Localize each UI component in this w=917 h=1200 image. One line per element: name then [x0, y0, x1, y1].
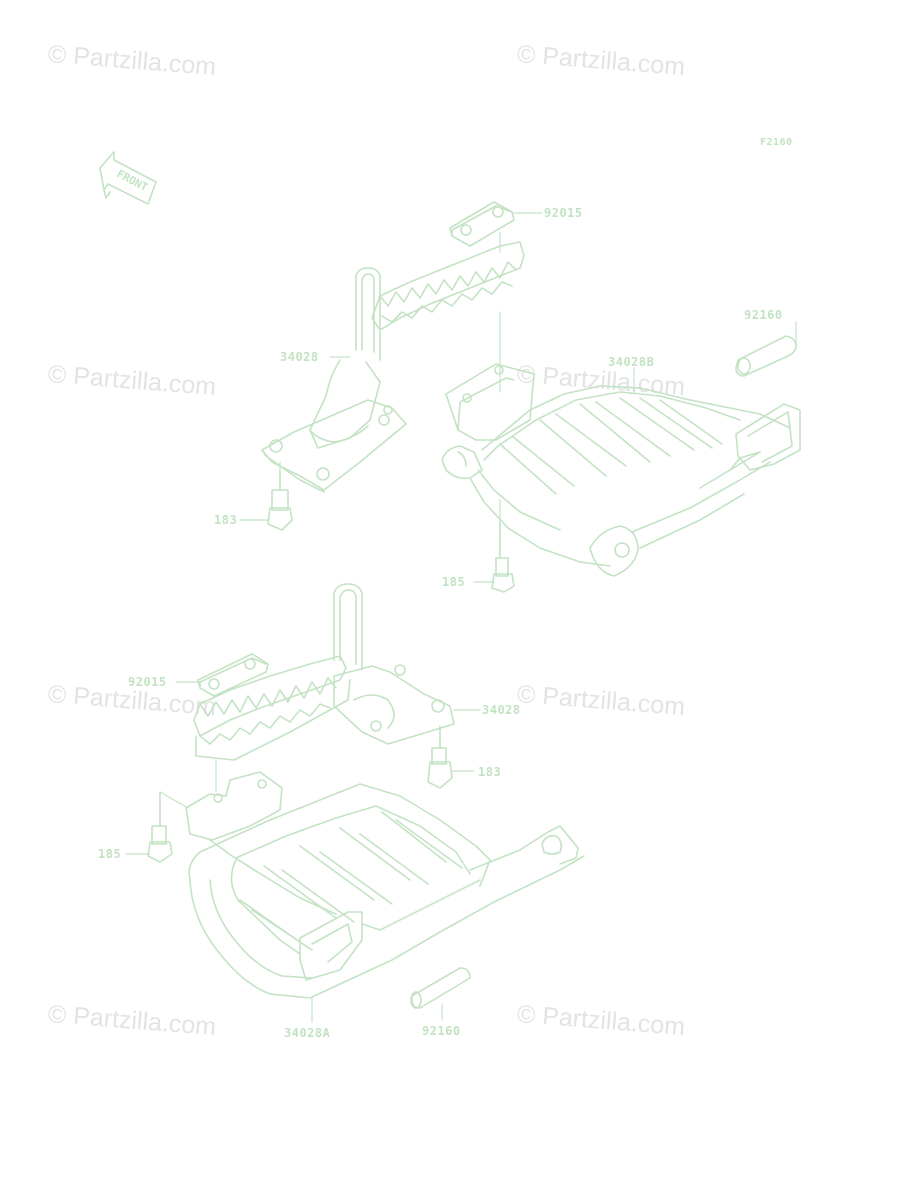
callout-34028B: 34028B [608, 355, 655, 369]
callout-34028A: 34028A [284, 1026, 331, 1040]
callout-34028-top: 34028 [280, 350, 319, 364]
bolt-183-top [267, 469, 293, 531]
callout-183-top: 183 [214, 513, 238, 527]
bolt-185-top [491, 521, 515, 593]
frame-34028B [441, 363, 801, 577]
front-arrow-icon: FRONT [99, 151, 157, 205]
collar-92160-bottom [410, 967, 471, 1009]
callout-92160-bottom: 92160 [422, 1024, 461, 1038]
figure-code: F2160 [760, 137, 793, 148]
leader-lines [125, 212, 797, 1023]
cover-plate-92015-top [449, 201, 515, 247]
callout-92015-bottom: 92015 [128, 675, 167, 689]
collar-92160-top [735, 335, 797, 377]
cover-plate-92015-bottom [197, 653, 269, 697]
callout-185-bottom: 185 [98, 847, 122, 861]
callout-92160-top: 92160 [744, 308, 783, 322]
frame-34028A [185, 771, 585, 999]
footrest-bottom [193, 583, 455, 761]
bolt-183-bottom [427, 725, 453, 789]
bolt-185-bottom [147, 791, 173, 863]
callout-185-top: 185 [442, 575, 466, 589]
callout-34028-bottom: 34028 [482, 703, 521, 717]
callout-92015-top: 92015 [544, 206, 583, 220]
callout-183-bottom: 183 [478, 765, 502, 779]
footrest-top [261, 241, 525, 493]
